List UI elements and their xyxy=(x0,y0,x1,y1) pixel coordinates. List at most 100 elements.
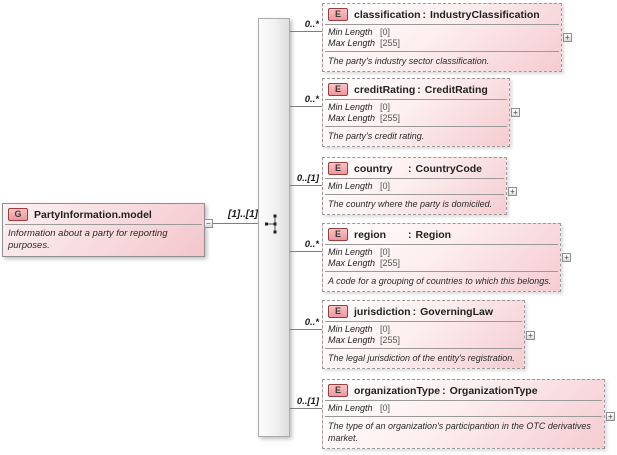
element-description: The party's credit rating. xyxy=(325,126,507,146)
facet-label: Min Length xyxy=(328,181,373,191)
element-node-jurisdiction[interactable]: E jurisdiction:GoverningLaw Min Length [0… xyxy=(322,300,525,369)
connector-jurisdiction xyxy=(290,329,322,330)
cardinality-classification: 0..* xyxy=(304,19,319,30)
facet-list: Min Length [0] xyxy=(325,178,504,194)
element-titlebar: E country:CountryCode xyxy=(323,158,506,178)
element-title: jurisdiction:GoverningLaw xyxy=(354,306,493,318)
element-name: organizationType xyxy=(354,384,441,397)
facet-label: Min Length xyxy=(328,324,373,334)
facet-row: Max Length[255] xyxy=(328,335,519,346)
facet-label: Min Length xyxy=(328,27,373,37)
element-node-classification[interactable]: E classification:IndustryClassification … xyxy=(322,3,562,72)
connector-country xyxy=(290,185,322,186)
element-icon: E xyxy=(328,305,348,318)
expand-handle-jurisdiction[interactable]: + xyxy=(526,331,535,340)
facet-label: Max Length xyxy=(328,335,376,345)
facet-row: Min Length [0] xyxy=(328,181,501,192)
facet-list: Min Length[0] Max Length[255] xyxy=(325,244,558,271)
group-titlebar: G PartyInformation.model xyxy=(3,204,204,224)
group-description: Information about a party for reporting … xyxy=(5,224,202,256)
element-description: The country where the party is domiciled… xyxy=(325,194,504,214)
expand-handle-organizationtype[interactable]: + xyxy=(606,412,615,421)
element-titlebar: E region:Region xyxy=(323,224,560,244)
connector-creditrating xyxy=(290,106,322,107)
element-node-country[interactable]: E country:CountryCode Min Length [0] The … xyxy=(322,157,507,215)
element-icon: E xyxy=(328,228,348,241)
connector-root xyxy=(213,223,258,224)
cardinality-organizationtype: 0..[1] xyxy=(296,396,319,407)
facet-list: Min Length [0] Max Length[255] xyxy=(325,321,522,348)
element-icon: E xyxy=(328,162,348,175)
element-type: GoverningLaw xyxy=(420,305,494,318)
element-node-organizationtype[interactable]: E organizationType:OrganizationType Min … xyxy=(322,379,605,449)
element-type: CountryCode xyxy=(415,162,483,175)
expand-handle-creditrating[interactable]: + xyxy=(511,108,520,117)
element-type-separator: : xyxy=(408,162,412,175)
element-type-separator: : xyxy=(408,228,412,241)
sequence-compositor-bar[interactable] xyxy=(258,18,290,437)
facet-value: [0] xyxy=(380,27,391,37)
facet-label: Max Length xyxy=(328,113,376,123)
element-icon: E xyxy=(328,384,348,397)
cardinality-country: 0..[1] xyxy=(296,173,319,184)
element-title: creditRating:CreditRating xyxy=(354,84,488,96)
facet-value: [0] xyxy=(380,181,391,191)
facet-value: [255] xyxy=(380,258,401,268)
element-description: The type of an organization's participan… xyxy=(325,416,602,448)
root-cardinality-label: [1]..[1] xyxy=(228,209,258,220)
element-type-separator: : xyxy=(422,8,427,21)
expand-handle-country[interactable]: + xyxy=(508,187,517,196)
facet-row: Min Length [0] xyxy=(328,102,504,113)
element-icon: E xyxy=(328,8,348,21)
group-node-partyinformation[interactable]: G PartyInformation.model Information abo… xyxy=(2,203,205,257)
element-node-creditrating[interactable]: E creditRating:CreditRating Min Length [0… xyxy=(322,78,510,147)
element-title: region:Region xyxy=(354,229,451,241)
collapse-handle[interactable]: − xyxy=(204,219,213,228)
element-type: IndustryClassification xyxy=(430,8,540,21)
connector-region xyxy=(290,251,322,252)
facet-row: Max Length [255] xyxy=(328,38,556,49)
cardinality-jurisdiction: 0..* xyxy=(304,317,319,328)
connector-classification xyxy=(290,31,322,32)
facet-label: Max Length xyxy=(328,258,376,268)
connector-organizationtype xyxy=(290,408,322,409)
facet-value: [255] xyxy=(380,38,401,48)
facet-label: Min Length xyxy=(328,247,373,257)
facet-label: Min Length xyxy=(328,102,373,112)
element-title: classification:IndustryClassification xyxy=(354,9,540,21)
group-icon: G xyxy=(8,208,28,221)
element-titlebar: E organizationType:OrganizationType xyxy=(323,380,604,400)
facet-row: Max Length [255] xyxy=(328,258,555,269)
expand-handle-classification[interactable]: + xyxy=(563,33,572,42)
facet-value: [255] xyxy=(380,113,401,123)
element-name: region xyxy=(354,228,387,241)
facet-value: [0] xyxy=(380,403,391,413)
facet-value: [0] xyxy=(380,324,391,334)
element-node-region[interactable]: E region:Region Min Length[0] Max Length… xyxy=(322,223,561,292)
element-titlebar: E classification:IndustryClassification xyxy=(323,4,561,24)
facet-list: Min Length[0] xyxy=(325,400,602,416)
element-type-separator: : xyxy=(442,384,446,397)
facet-value: [0] xyxy=(380,102,391,112)
element-name: country xyxy=(354,162,393,175)
facet-list: Min Length [0] Max Length [255] xyxy=(325,99,507,126)
element-type: CreditRating xyxy=(424,83,488,96)
facet-row: Min Length [0] xyxy=(328,324,519,335)
element-name: classification xyxy=(354,8,421,21)
element-description: The party's industry sector classificati… xyxy=(325,51,559,71)
cardinality-region: 0..* xyxy=(304,239,319,250)
sequence-compositor-icon xyxy=(265,214,277,234)
element-name: creditRating xyxy=(354,83,416,96)
group-title: PartyInformation.model xyxy=(34,208,152,221)
element-icon: E xyxy=(328,83,348,96)
element-description: A code for a grouping of countries to wh… xyxy=(325,271,558,291)
facet-list: Min Length [0] Max Length [255] xyxy=(325,24,559,51)
expand-handle-region[interactable]: + xyxy=(562,253,571,262)
element-title: country:CountryCode xyxy=(354,163,482,175)
facet-label: Max Length xyxy=(328,38,376,48)
cardinality-creditrating: 0..* xyxy=(304,94,319,105)
facet-row: Max Length [255] xyxy=(328,113,504,124)
element-description: The legal jurisdiction of the entity's r… xyxy=(325,348,522,368)
element-titlebar: E creditRating:CreditRating xyxy=(323,79,509,99)
